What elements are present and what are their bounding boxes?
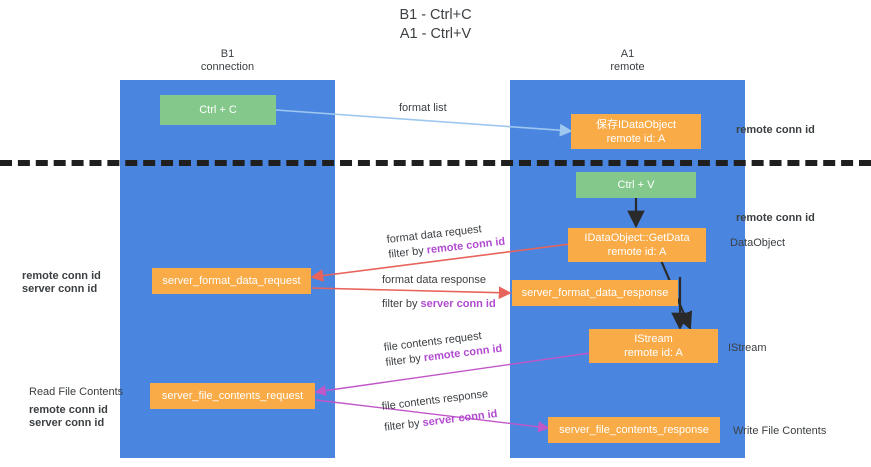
node-server-file-contents-request[interactable]: server_file_contents_request xyxy=(150,383,315,409)
edge-label-format-data-response-main: format data response xyxy=(382,274,486,286)
side-label-dataobject: DataObject xyxy=(730,237,786,249)
lane-label-b1: B1 connection xyxy=(200,48,255,73)
node-server-file-contents-response-label: server_file_contents_response xyxy=(559,424,709,436)
node-istream-line1: IStream xyxy=(634,333,673,345)
node-idataobject-getdata[interactable]: IDataObject::GetData remote id: A xyxy=(568,228,706,262)
node-server-format-data-request-label: server_format_data_request xyxy=(162,275,301,287)
node-server-format-data-response-label: server_format_data_response xyxy=(521,287,669,299)
filter-prefix: filter by xyxy=(387,244,428,261)
node-server-format-data-request[interactable]: server_format_data_request xyxy=(152,268,311,294)
node-save-idataobject-line2: remote id: A xyxy=(606,132,666,145)
node-server-file-contents-response[interactable]: server_file_contents_response xyxy=(548,417,720,443)
side-label-remote-conn-id-mid: remote conn id xyxy=(736,212,815,224)
node-ctrl-v-label: Ctrl + V xyxy=(617,179,655,191)
side-label-istream: IStream xyxy=(728,342,767,354)
edge-label-format-data-response: format data response filter by server co… xyxy=(382,273,496,312)
node-save-idataobject[interactable]: 保存IDataObject remote id: A xyxy=(571,114,701,149)
edge-label-file-contents-response: file contents response filter by server … xyxy=(381,386,498,436)
edge-label-format-list: format list xyxy=(399,101,447,116)
edge-label-file-contents-request: file contents request filter by remote c… xyxy=(383,327,503,371)
side-label-write-file-contents: Write File Contents xyxy=(733,425,827,437)
node-idataobject-getdata-line2: remote id: A xyxy=(607,246,667,258)
node-idataobject-getdata-line1: IDataObject::GetData xyxy=(584,232,690,244)
node-save-idataobject-line1: 保存IDataObject xyxy=(595,118,677,131)
edge-label-format-list-text: format list xyxy=(399,102,447,114)
filter-key-server-conn-id: server conn id xyxy=(420,298,496,310)
node-ctrl-c-label: Ctrl + C xyxy=(199,104,237,116)
filter-key-server-conn-id: server conn id xyxy=(421,407,499,430)
side-label-remote-conn-id-top: remote conn id xyxy=(736,124,815,136)
side-label-left-remote-conn-id-mid: remote conn id xyxy=(22,270,101,282)
node-server-format-data-response[interactable]: server_format_data_response xyxy=(512,280,678,306)
side-label-left-server-conn-id-bottom: server conn id xyxy=(29,417,105,429)
node-ctrl-c[interactable]: Ctrl + C xyxy=(160,95,276,125)
filter-prefix: filter by xyxy=(382,298,421,310)
page-title: B1 - Ctrl+C A1 - Ctrl+V xyxy=(399,7,472,42)
side-label-read-file-contents: Read File Contents xyxy=(29,386,124,398)
side-label-left-remote-conn-id-bottom: remote conn id xyxy=(29,404,108,416)
node-istream-line2: remote id: A xyxy=(624,347,683,359)
node-istream[interactable]: IStream remote id: A xyxy=(589,329,718,363)
edge-label-format-data-request: format data request filter by remote con… xyxy=(386,220,506,263)
filter-prefix: filter by xyxy=(383,417,424,434)
node-ctrl-v[interactable]: Ctrl + V xyxy=(576,172,696,198)
lane-label-a1: A1 remote xyxy=(610,48,645,73)
edge-label-format-data-response-filter: filter by server conn id xyxy=(382,297,496,312)
filter-prefix: filter by xyxy=(384,352,425,369)
side-label-left-server-conn-id-mid: server conn id xyxy=(22,283,98,295)
node-server-file-contents-request-label: server_file_contents_request xyxy=(161,390,304,402)
phase-divider xyxy=(0,160,871,166)
